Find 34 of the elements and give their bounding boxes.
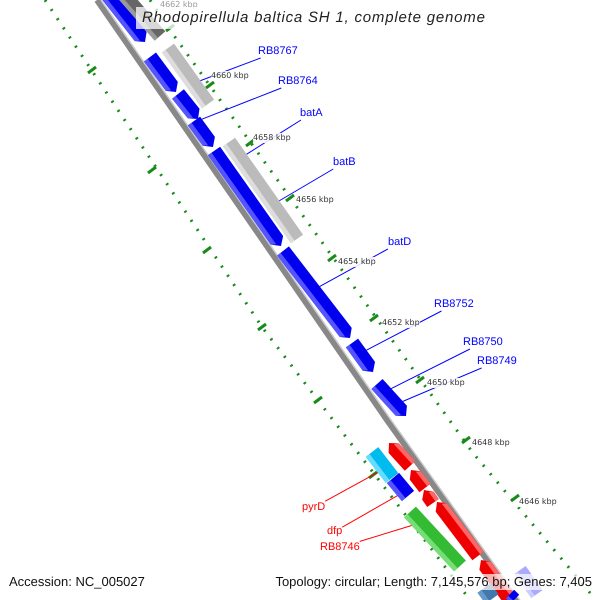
gene-label: RB8752 [434,298,474,311]
gene-label: RB8746 [320,541,360,554]
gene-block [366,447,398,483]
leader-line [342,495,398,528]
gene-block [404,506,466,572]
leader-line [366,310,442,351]
gene-label: pyrD [302,501,326,514]
leader-line [324,472,378,502]
gene-label: RB8750 [463,336,503,349]
gene-label: batD [388,236,412,249]
tick-label: 4654 kbp [338,257,376,267]
gene-block [371,379,407,416]
gene-block [188,116,215,147]
gene-block [346,338,375,372]
gene-label: batA [300,107,323,120]
tick-label: 4658 kbp [253,133,291,143]
leader-line [278,168,334,202]
tick-label: 4646 kbp [519,497,557,507]
gene-label: dfp [327,525,342,538]
gene-label: batB [333,156,356,169]
gene-block [386,472,414,502]
gene-label: RB8749 [477,355,517,368]
leader-line [390,348,470,390]
tick-label: 4656 kbp [296,195,334,205]
leader-line [359,525,412,542]
info-text: Accession: NC_005027 [9,574,145,590]
leader-line [201,88,282,120]
tick-label: 4660 kbp [211,71,249,81]
tick-label: 4650 kbp [427,378,465,388]
info-text: Topology: circular; Length: 7,145,576 bp; Genes: 7,405 [275,574,592,590]
tick-label: 4648 kbp [472,438,510,448]
gene-label: RB8767 [258,45,298,58]
gene-label: RB8764 [278,75,318,88]
tick-label: 4652 kbp [382,318,420,328]
